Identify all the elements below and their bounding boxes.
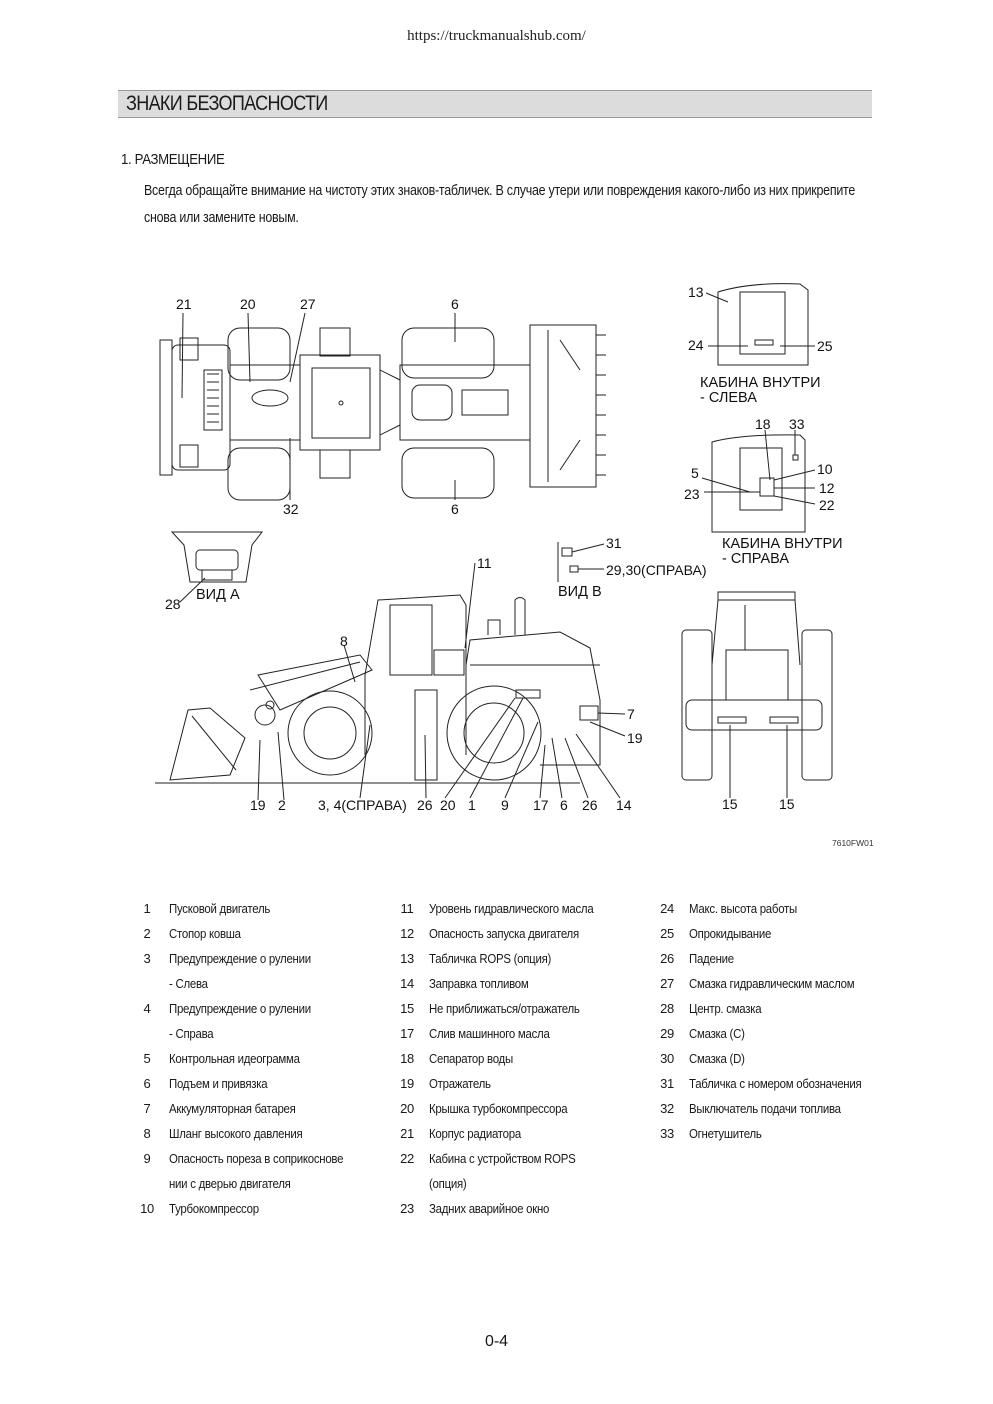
callout: 12 [819,480,835,496]
callout: 1 [468,797,476,813]
callout: 31 [606,535,622,551]
callout: 7 [627,706,635,722]
callout: 26 [582,797,598,813]
caption-cab-left-line2: - СЛЕВА [700,390,757,406]
bucket-teeth [596,334,606,476]
callout: 27 [300,296,316,312]
rear-view-drawing [681,591,833,798]
caption-view-a: ВИД А [196,587,240,603]
intro-paragraph: Всегда обращайте внимание на чистоту эти… [144,183,856,226]
view-b-drawing [557,542,605,582]
callout: 6 [451,296,459,312]
callout: 23 [684,486,700,502]
section-title: ЗНАКИ БЕЗОПАСНОСТИ [126,92,328,115]
callout: 6 [560,797,568,813]
callout: 17 [533,797,549,813]
callout: 19 [627,730,643,746]
callout: 26 [417,797,433,813]
caption-view-b: ВИД В [558,584,602,600]
callout: 33 [789,416,805,432]
cab-right-drawing [701,429,816,533]
caption-cab-right-line2: - СПРАВА [722,551,789,567]
callout: 24 [688,337,704,353]
callout: 29,30(СПРАВА) [606,562,707,578]
callout: 22 [819,497,835,513]
callout: 11 [477,555,492,571]
top-view-drawing [159,312,606,501]
caption-cab-right-line1: КАБИНА ВНУТРИ [722,536,843,552]
callout: 5 [691,465,699,481]
callout: 10 [817,461,833,477]
callout: 19 [250,797,266,813]
figure-code: 7610FW01 [832,838,874,848]
callout: 18 [755,416,771,432]
callout: 21 [176,296,192,312]
callout: 20 [440,797,456,813]
callout: 15 [722,796,738,812]
callout: 2 [278,797,286,813]
callout: 13 [688,284,704,300]
view-a-drawing [170,531,264,603]
loader-drawing [155,283,833,801]
subheading: 1. РАЗМЕЩЕНИЕ [121,151,225,168]
callout: 25 [817,338,833,354]
side-view-drawing [155,562,626,801]
callout: 15 [779,796,795,812]
callout: 8 [340,633,348,649]
section-title-bar: ЗНАКИ БЕЗОПАСНОСТИ [118,90,872,118]
callout: 32 [283,501,299,517]
callout: 28 [165,596,181,612]
callout: 6 [451,501,459,517]
caption-cab-left-line1: КАБИНА ВНУТРИ [700,375,821,391]
source-url: https://truckmanualshub.com/ [407,28,586,44]
callout: 3, 4(СПРАВА) [318,797,407,813]
cab-left-drawing [705,283,815,366]
callout: 9 [501,797,509,813]
page-number: 0-4 [484,1333,509,1350]
callout: 20 [240,296,256,312]
safety-sign-diagram: КАБИНА ВНУТРИ - СЛЕВА КАБИНА ВНУТРИ - СП… [0,270,993,860]
callout: 14 [616,797,632,813]
